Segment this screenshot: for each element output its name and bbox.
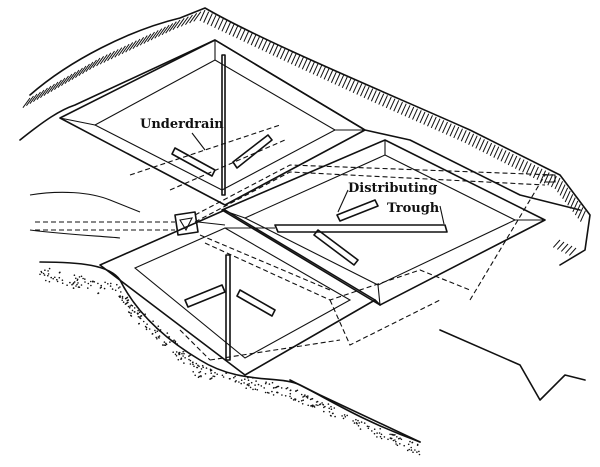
filter-bed-upper-left [59,39,366,206]
distributing-troughs [171,54,448,361]
label-underdrain-group: Underdrain [140,117,224,151]
embankment-outer [19,7,591,266]
label-distributing: Distributing [348,181,437,196]
filter-bed-right [221,139,546,306]
soil-stipple [39,267,421,456]
label-trough: Trough [387,201,440,216]
gate-chamber [174,211,226,236]
underdrain-pipes [35,124,556,361]
label-underdrain: Underdrain [140,117,224,132]
filter-bed-lower [99,209,381,376]
label-distributing-group: Distributing Trough [337,181,445,225]
embankment-hatching [22,9,586,256]
